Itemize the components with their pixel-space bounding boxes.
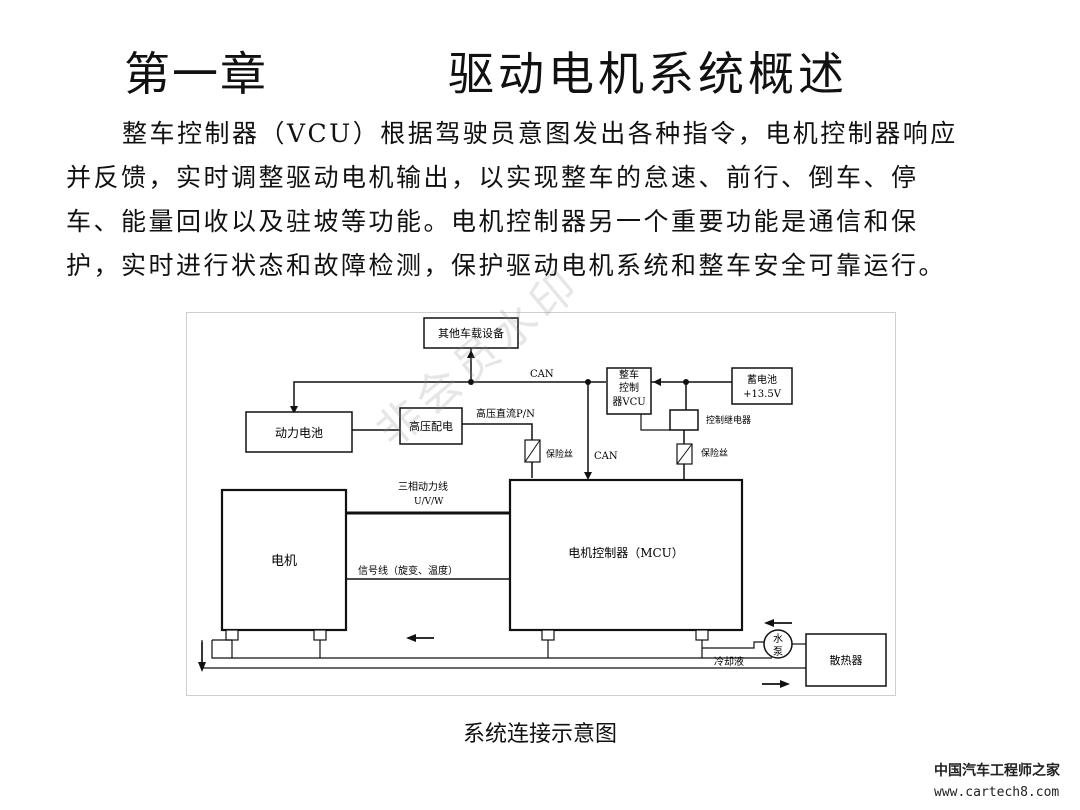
uvw-label: U/V/W [414, 497, 444, 507]
radiator-box [805, 633, 887, 687]
intro-paragraph: 整车控制器（VCU）根据驾驶员意图发出各种指令，电机控制器响应 并反馈，实时调整… [66, 112, 1026, 288]
logo-line-2: www.cartech8.com [934, 785, 1060, 800]
radiator-label: 散热器 [830, 653, 863, 667]
vcu-label-2: 控制 [619, 381, 639, 394]
relay-box [669, 409, 699, 431]
coolant-label: 冷却液 [714, 655, 744, 668]
power-battery-box [245, 411, 353, 453]
hv-distribution-box [399, 407, 463, 445]
paragraph-line: 整车控制器（VCU）根据驾驶员意图发出各种指令，电机控制器响应 [122, 119, 958, 148]
diagram-frame [186, 312, 896, 696]
paragraph-line: 并反馈，实时调整驱动电机输出，以实现整车的怠速、前行、倒车、停 [66, 163, 919, 192]
logo-line-1: 中国汽车工程师之家 [934, 763, 1060, 779]
paragraph-line: 车、能量回收以及驻坡等功能。电机控制器另一个重要功能是通信和保 [66, 207, 919, 236]
site-logo: 中国汽车工程师之家 www.cartech8.com [934, 760, 1074, 804]
battery-12v-label-2: +13.5V [743, 389, 782, 400]
pump-label-1: 水 [773, 633, 783, 645]
control-relay-label: 控制继电器 [706, 414, 751, 426]
fuse-left-label: 保险丝 [546, 448, 573, 460]
chapter-number: 第一章 [124, 47, 268, 101]
vcu-label-3: 器VCU [612, 396, 645, 408]
signal-line-label: 信号线（旋变、温度） [358, 564, 458, 577]
battery-12v-label-1: 蓄电池 [747, 373, 777, 386]
can-mid-label: CAN [594, 451, 618, 462]
motor-box [220, 488, 348, 632]
diagram-caption: 系统连接示意图 [462, 722, 617, 747]
pump-label-2: 泵 [773, 646, 783, 658]
motor-label: 电机 [271, 554, 297, 569]
hv-distribution-label: 高压配电 [409, 419, 453, 433]
can-top-label: CAN [530, 369, 554, 380]
vcu-box [606, 367, 652, 415]
slide-heading: 第一章 驱动电机系统概述 [0, 38, 1080, 108]
chapter-title: 驱动电机系统概述 [448, 47, 848, 101]
mcu-label: 电机控制器（MCU） [568, 546, 684, 560]
battery-12v-box [731, 367, 793, 405]
power-battery-label: 动力电池 [275, 426, 323, 440]
other-devices-label: 其他车载设备 [438, 326, 504, 340]
system-connection-diagram: 其他车载设备 CAN 整车 控制 器VCU 蓄电池 +13.5V 控制继电器 保… [186, 312, 896, 696]
vcu-label-1: 整车 [619, 368, 639, 381]
three-phase-label: 三相动力线 [398, 480, 448, 493]
mcu-box [508, 478, 744, 632]
fuse-right-label: 保险丝 [701, 447, 728, 459]
hv-dc-label: 高压直流P/N [476, 407, 535, 420]
paragraph-line: 护，实时进行状态和故障检测，保护驱动电机系统和整车安全可靠运行。 [66, 251, 947, 280]
